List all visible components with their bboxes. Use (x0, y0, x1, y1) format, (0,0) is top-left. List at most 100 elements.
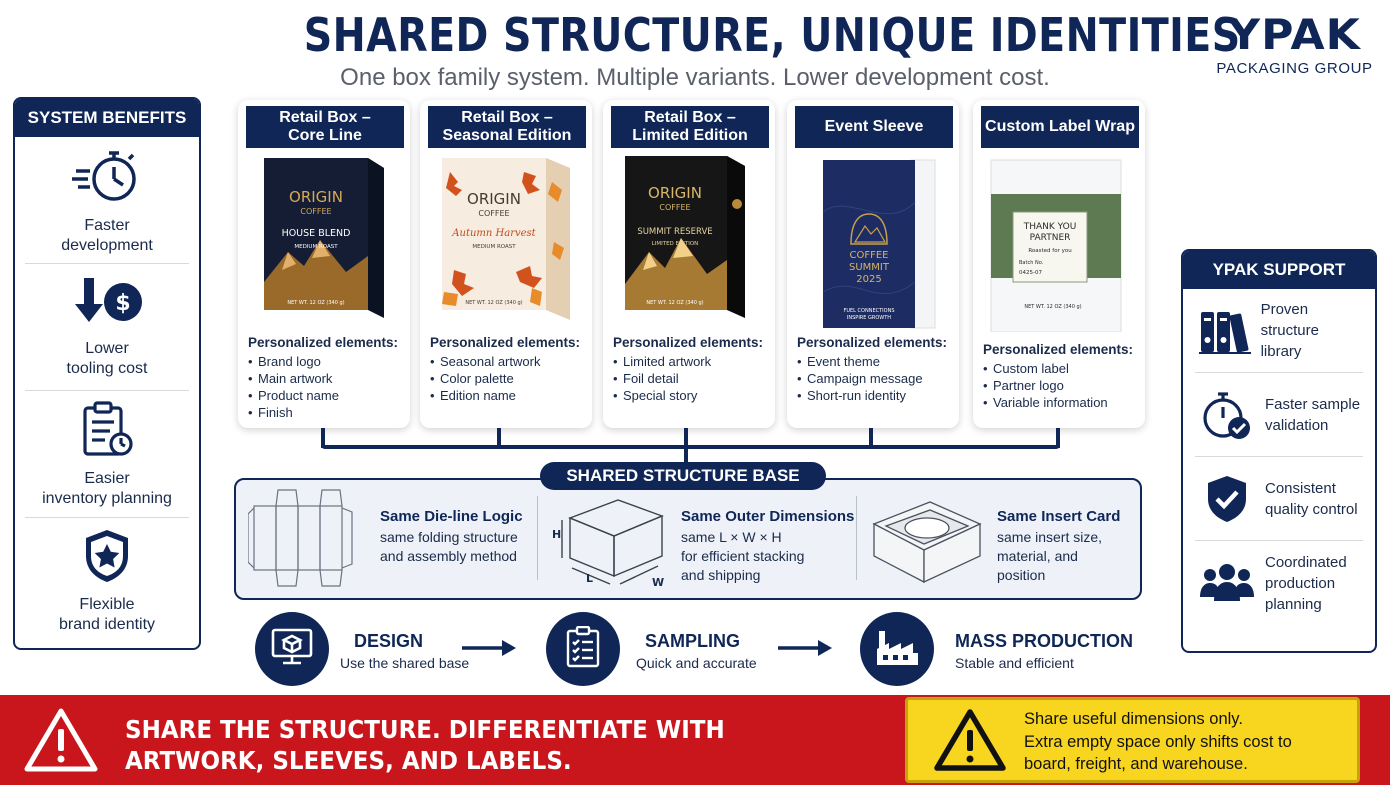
clipboard-clock-icon (79, 400, 135, 463)
box-weight: INSPIRE GROWTH (847, 315, 891, 321)
support-item: Faster sample validation (1195, 373, 1363, 457)
page-subtitle: One box family system. Multiple variants… (340, 64, 1050, 91)
element-item: Campaign message (797, 370, 957, 387)
box-sub: COFFEE (659, 203, 690, 212)
element-item: Variable information (983, 394, 1143, 411)
arrow-right-icon (778, 638, 834, 663)
box-name: HOUSE BLEND (282, 228, 351, 239)
personalized-elements: Personalized elements: Event theme Campa… (797, 335, 957, 404)
box-name: 2025 (856, 274, 881, 285)
shared-item-desc: same L × W × H for efficient stacking an… (681, 529, 805, 583)
personalized-elements: Personalized elements: Limited artwork F… (613, 335, 773, 404)
variant-title: Retail Box – Limited Edition (611, 106, 769, 148)
box-weight: NET WT. 12 OZ (340 g) (1024, 304, 1081, 310)
support-label: Proven structure library (1260, 301, 1319, 360)
warning-icon (24, 707, 98, 778)
shield-check-icon (1195, 474, 1259, 524)
clipboard-check-icon (566, 625, 600, 673)
benefit-label: Lower tooling cost (66, 339, 148, 377)
banner-message: SHARE THE STRUCTURE. DIFFERENTIATE WITH … (125, 715, 725, 775)
dim-l-label: L (586, 572, 593, 585)
box-name: Autumn Harvest (451, 228, 536, 239)
step-desc: Stable and efficient (955, 655, 1074, 671)
stopwatch-icon (72, 145, 142, 210)
box-illustration-limited: ORIGIN COFFEE SUMMIT RESERVE LIMITED EDI… (603, 152, 775, 332)
personalized-elements: Personalized elements: Custom label Part… (983, 342, 1143, 411)
element-item: Brand logo (248, 353, 408, 370)
box-roast: Batch No. (1019, 260, 1044, 266)
system-benefits-panel: SYSTEM BENEFITS Faster development $ Low… (13, 97, 201, 650)
binders-icon (1195, 308, 1255, 354)
variant-title: Retail Box – Core Line (246, 106, 404, 148)
personalized-elements: Personalized elements: Seasonal artwork … (430, 335, 590, 404)
variant-title: Event Sleeve (795, 106, 953, 148)
connector-line (1056, 428, 1060, 448)
box-brand: ORIGIN (289, 188, 343, 206)
elements-title: Personalized elements: (983, 342, 1134, 357)
variant-card-seasonal: Retail Box – Seasonal Edition ORIGIN COF… (420, 100, 592, 428)
benefit-label: Easier inventory planning (42, 469, 172, 507)
step-desc: Use the shared base (340, 655, 470, 671)
support-item: Coordinated production planning (1195, 541, 1363, 625)
variant-card-core-line: Retail Box – Core Line ORIGIN COFFEE HOU… (238, 100, 410, 428)
connector-line (497, 428, 501, 448)
box-brand: ORIGIN (467, 190, 521, 208)
box-weight: NET WT. 12 OZ (340 g) (465, 300, 522, 306)
benefit-faster-development: Faster development (25, 137, 189, 264)
support-item: Proven structure library (1195, 289, 1363, 373)
step-title: DESIGN (354, 631, 424, 651)
support-label: Consistent quality control (1265, 479, 1358, 518)
box-brand: COFFEE (850, 250, 889, 261)
stopwatch-check-icon (1195, 388, 1259, 442)
element-item: Short-run identity (797, 387, 957, 404)
dim-h-label: H (552, 528, 561, 541)
divider (856, 496, 857, 580)
box-name: Roasted for you (1028, 248, 1071, 254)
element-item: Event theme (797, 353, 957, 370)
element-item: Seasonal artwork (430, 353, 590, 370)
factory-icon (875, 627, 919, 672)
step-design-circle (255, 612, 329, 686)
step-sampling-circle (546, 612, 620, 686)
box-name: SUMMIT RESERVE (637, 227, 712, 237)
ypak-logo: YPAK PACKAGING GROUP (1212, 12, 1377, 78)
personalized-elements: Personalized elements: Brand logo Main a… (248, 335, 408, 421)
box-illustration-core: ORIGIN COFFEE HOUSE BLEND MEDIUM ROAST N… (238, 152, 410, 332)
connector-line (321, 428, 325, 448)
ypak-support-panel: YPAK SUPPORT Proven structure library Fa… (1181, 249, 1377, 653)
monitor-box-icon (271, 628, 313, 671)
step-title: MASS PRODUCTION (955, 631, 1134, 651)
box-sub: SUMMIT (849, 262, 890, 273)
shared-item-desc: same insert size, material, and position (997, 529, 1103, 583)
element-item: Finish (248, 404, 408, 421)
system-benefits-title: SYSTEM BENEFITS (15, 99, 199, 137)
variant-card-event-sleeve: Event Sleeve COFFEE SUMMIT 2025 FUEL CON… (787, 100, 959, 428)
box-roast: LIMITED EDITION (652, 241, 699, 247)
box-sub: COFFEE (300, 207, 331, 216)
benefit-label: Faster development (61, 216, 153, 254)
box-batch: 0425-07 (1019, 270, 1042, 276)
divider (537, 496, 538, 580)
warning-note-text: Share useful dimensions only. Extra empt… (1024, 710, 1292, 773)
elements-title: Personalized elements: (613, 335, 764, 350)
element-item: Product name (248, 387, 408, 404)
support-label: Faster sample validation (1265, 395, 1361, 434)
connector-bar (321, 445, 1060, 449)
benefit-lower-tooling-cost: $ Lower tooling cost (25, 264, 189, 391)
logo-subtitle: PACKAGING GROUP (1216, 60, 1373, 77)
element-item: Edition name (430, 387, 590, 404)
insert-tray-icon (868, 494, 986, 591)
element-item: Custom label (983, 360, 1143, 377)
box-weight: NET WT. 12 OZ (340 g) (287, 300, 344, 306)
variant-title: Custom Label Wrap (981, 106, 1139, 148)
arrow-right-icon (462, 638, 518, 663)
variant-card-limited: Retail Box – Limited Edition ORIGIN COFF… (603, 100, 775, 428)
svg-text:$: $ (115, 291, 130, 316)
shared-base-title: SHARED STRUCTURE BASE (540, 462, 826, 490)
benefit-label: Flexible brand identity (58, 596, 156, 633)
box-illustration-seasonal: ORIGIN COFFEE Autumn Harvest MEDIUM ROAS… (420, 152, 592, 332)
step-production-circle (860, 612, 934, 686)
shared-structure-base (234, 478, 1142, 600)
warning-icon (934, 708, 1006, 777)
shared-item-insert: Same Insert Card same insert size, mater… (997, 508, 1120, 585)
